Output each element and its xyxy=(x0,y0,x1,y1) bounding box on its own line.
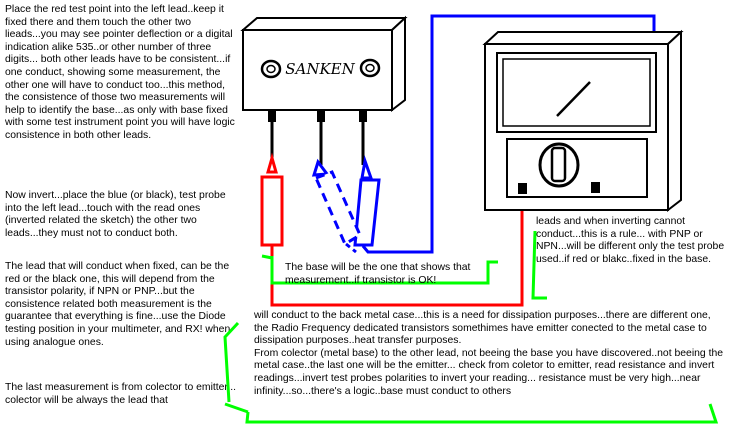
instruction-paragraph-2: Now invert...place the blue (or black), … xyxy=(5,190,229,239)
multimeter xyxy=(482,29,684,213)
mounting-hole-right xyxy=(359,58,381,78)
meter-display xyxy=(496,52,657,133)
blue-probe-alternate xyxy=(311,158,362,254)
range-selector-panel xyxy=(506,138,648,198)
red-probe xyxy=(260,152,524,307)
red-jack xyxy=(518,183,527,194)
bottom-continuation-text: will conduct to the back metal case...th… xyxy=(254,310,724,397)
mounting-hole-left xyxy=(260,59,282,79)
meter-needle xyxy=(556,81,591,117)
transistor-label: SANKEN xyxy=(285,60,355,78)
transistor: SANKEN xyxy=(240,15,408,165)
green-annotations xyxy=(223,230,719,424)
blue-jack xyxy=(591,182,600,193)
instruction-paragraph-1: Place the red test point into the left l… xyxy=(5,4,238,141)
base-callout-text: The base will be the one that shows that… xyxy=(285,262,474,286)
instruction-paragraph-3: The lead that will conduct when fixed, c… xyxy=(5,261,234,348)
right-note-text: leads and when inverting cannot conduct.… xyxy=(536,216,727,265)
instruction-paragraph-4: The last measurement is from colector to… xyxy=(5,382,239,406)
